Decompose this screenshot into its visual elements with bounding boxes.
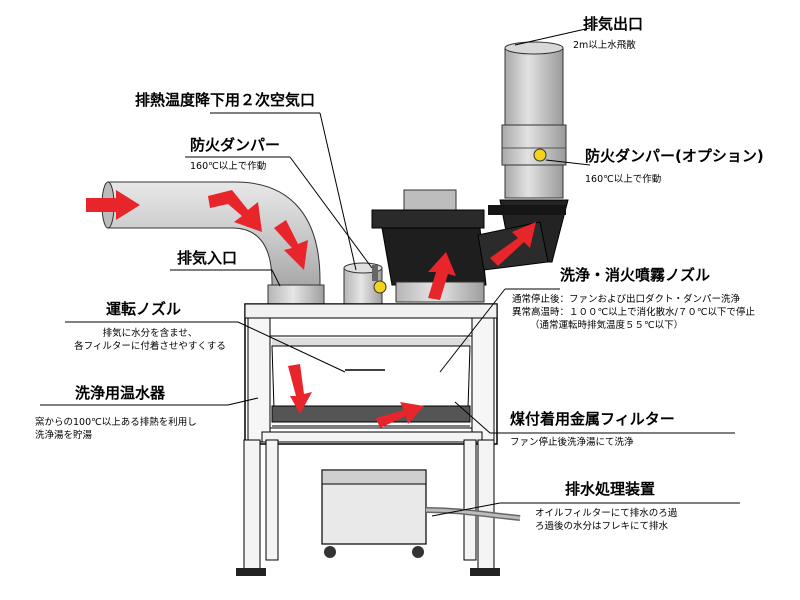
flow-arrow-icon <box>208 190 262 232</box>
label-title: 洗浄用温水器 <box>75 384 166 402</box>
damper-handle-icon <box>372 265 387 294</box>
label-operation-nozzle-notes: 排気に水分を含ませ、 各フィルターに付着させやすくする <box>60 327 240 353</box>
label-secondary-air-inlet: 排熱温度降下用２次空気口 <box>135 91 315 109</box>
label-note: 窯からの100℃以上ある排熱を利用し <box>35 417 197 428</box>
label-title: 排熱温度降下用２次空気口 <box>135 91 316 109</box>
label-note: 2m以上水飛散 <box>573 40 636 51</box>
main-cabinet <box>244 303 498 445</box>
label-title: 洗浄・消火噴霧ノズル <box>560 266 711 284</box>
flow-arrow-icon <box>86 190 140 220</box>
flow-arrow-icon <box>274 220 308 270</box>
flow-arrow-icon <box>376 402 424 428</box>
label-water-heater-notes: 窯からの100℃以上ある排熱を利用し 洗浄湯を貯湯 <box>35 416 197 442</box>
label-note: 洗浄湯を貯湯 <box>35 430 93 441</box>
flow-arrow-icon <box>490 222 536 266</box>
label-note: 各フィルターに付着させやすくする <box>74 341 226 352</box>
label-wash-nozzle: 洗浄・消火噴霧ノズル <box>560 266 710 284</box>
label-note: ファン停止後洗浄湯にて洗浄 <box>510 437 634 448</box>
label-title: 排気出口 <box>583 15 644 33</box>
label-note: 通常停止後：ファンおよび出口ダクト・ダンパー洗浄 <box>512 294 741 305</box>
label-note: 160℃以上で作動 <box>585 174 662 185</box>
label-drain-unit: 排水処理装置 <box>565 480 655 498</box>
label-note: 160℃以上で作動 <box>190 161 267 172</box>
label-title: 防火ダンパー(オプション) <box>585 147 764 165</box>
label-title: 運転ノズル <box>106 300 182 318</box>
flow-arrow-icon <box>288 364 312 414</box>
leader-lines <box>40 27 740 517</box>
label-note: オイルフィルターにて排水のろ過 <box>535 508 678 519</box>
drain-unit-cart <box>321 469 521 558</box>
label-title: 防火ダンパー <box>190 136 281 154</box>
label-drain-unit-notes: オイルフィルターにて排水のろ過 ろ過後の水分はフレキにて排水 <box>535 507 677 533</box>
label-note: 異常高温時：１００℃以上で消化散水/７０℃以下で停止 <box>512 307 756 318</box>
airflow-arrows <box>86 190 536 428</box>
support-frame <box>236 439 500 576</box>
label-title: 煤付着用金属フィルター <box>510 410 675 428</box>
label-title: 排水処理装置 <box>565 480 656 498</box>
label-wash-nozzle-notes: 通常停止後：ファンおよび出口ダクト・ダンパー洗浄 異常高温時：１００℃以上で消化… <box>512 293 755 332</box>
label-operation-nozzle: 運転ノズル <box>106 300 181 318</box>
caster-wheel-icon <box>324 546 424 558</box>
label-water-heater: 洗浄用温水器 <box>75 384 165 402</box>
label-note: （通常運転時排気温度５５℃以下） <box>530 320 684 331</box>
label-exhaust-outlet: 排気出口 2m以上水飛散 <box>573 15 644 52</box>
label-fire-damper-option: 防火ダンパー(オプション) 160℃以上で作動 <box>585 147 764 186</box>
label-title: 排気入口 <box>177 249 238 267</box>
flow-arrow-icon <box>428 252 456 300</box>
label-note: ろ過後の水分はフレキにて排水 <box>535 521 669 532</box>
label-fire-damper: 防火ダンパー 160℃以上で作動 <box>190 136 280 173</box>
label-note: 排気に水分を含ませ、 <box>102 328 198 339</box>
label-metal-filter: 煤付着用金属フィルター ファン停止後洗浄湯にて洗浄 <box>510 410 675 449</box>
label-exhaust-inlet: 排気入口 <box>177 249 237 267</box>
damper-handle-icon <box>533 148 547 162</box>
